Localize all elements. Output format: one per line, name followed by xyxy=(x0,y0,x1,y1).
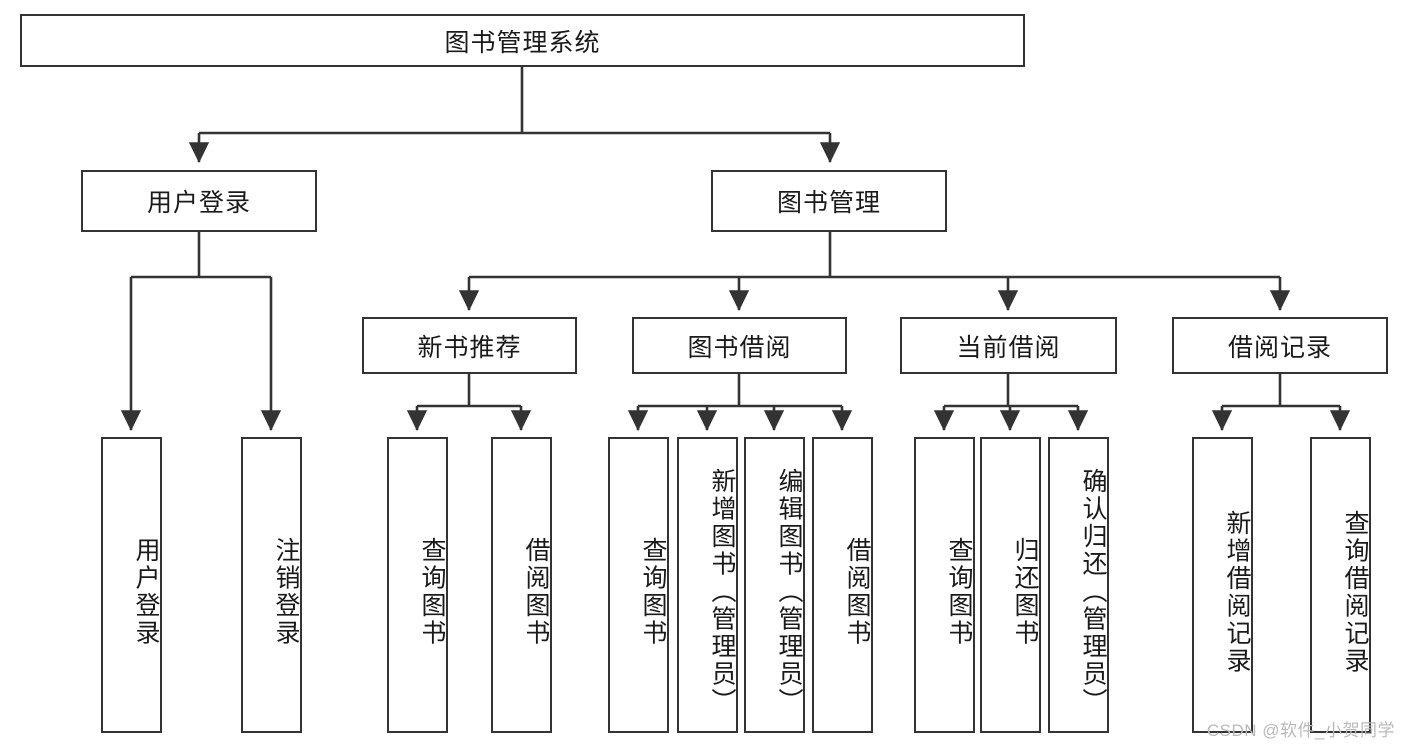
node-leaf-add-book[interactable]: 新增图书（管理员） xyxy=(677,437,738,733)
node-leaf-query-book-3[interactable]: 查询图书 xyxy=(914,437,975,733)
node-leaf-query-record[interactable]: 查询借阅记录 xyxy=(1310,437,1371,733)
node-leaf-edit-book[interactable]: 编辑图书（管理员） xyxy=(744,437,805,733)
node-user-login[interactable]: 用户登录 xyxy=(81,170,317,232)
node-label: 查询图书 xyxy=(418,537,446,647)
node-label: 当前借阅 xyxy=(956,333,1061,362)
node-label: 借阅记录 xyxy=(1227,333,1332,362)
node-new-book-recommend[interactable]: 新书推荐 xyxy=(362,317,577,374)
node-label: 用户登录 xyxy=(146,189,251,217)
node-leaf-confirm-return[interactable]: 确认归还（管理员） xyxy=(1048,437,1109,733)
node-label: 归还图书 xyxy=(1011,537,1039,647)
node-borrow-record[interactable]: 借阅记录 xyxy=(1172,317,1388,374)
node-label: 图书借阅 xyxy=(687,333,792,362)
csdn-watermark: CSDN @软件_小贺同学 xyxy=(1206,721,1395,740)
node-label: 查询图书 xyxy=(639,537,667,647)
node-leaf-query-book-2[interactable]: 查询图书 xyxy=(608,437,669,733)
node-leaf-user-login[interactable]: 用户登录 xyxy=(101,437,162,733)
node-label: 确认归还（管理员） xyxy=(1079,468,1107,716)
node-leaf-user-logout[interactable]: 注销登录 xyxy=(241,437,302,733)
node-root-system[interactable]: 图书管理系统 xyxy=(20,14,1025,67)
node-label: 用户登录 xyxy=(132,537,160,647)
node-label: 借阅图书 xyxy=(522,537,550,647)
node-label: 图书管理 xyxy=(776,189,881,217)
node-book-borrow[interactable]: 图书借阅 xyxy=(632,317,847,374)
node-label: 查询图书 xyxy=(945,537,973,647)
node-label: 借阅图书 xyxy=(843,537,871,647)
node-label: 新增图书（管理员） xyxy=(708,468,736,716)
node-leaf-add-record[interactable]: 新增借阅记录 xyxy=(1192,437,1253,733)
node-leaf-query-book-1[interactable]: 查询图书 xyxy=(387,437,448,733)
node-label: 查询借阅记录 xyxy=(1341,509,1369,675)
node-label: 编辑图书（管理员） xyxy=(775,468,803,716)
node-leaf-borrow-book-1[interactable]: 借阅图书 xyxy=(491,437,552,733)
node-current-borrow[interactable]: 当前借阅 xyxy=(900,317,1117,374)
node-label: 新书推荐 xyxy=(417,333,522,362)
node-leaf-return-book[interactable]: 归还图书 xyxy=(980,437,1041,733)
node-label: 注销登录 xyxy=(272,537,300,647)
node-label: 图书管理系统 xyxy=(444,28,601,57)
node-book-manage[interactable]: 图书管理 xyxy=(711,170,947,232)
node-leaf-borrow-book-2[interactable]: 借阅图书 xyxy=(812,437,873,733)
node-label: 新增借阅记录 xyxy=(1223,509,1251,675)
